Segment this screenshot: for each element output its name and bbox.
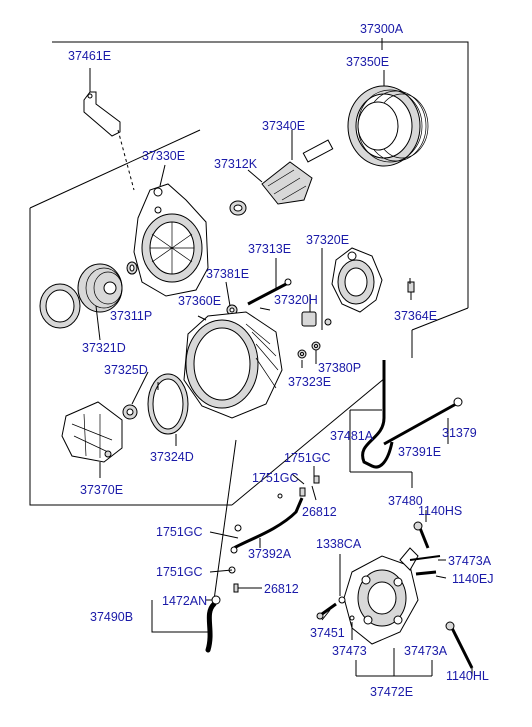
label-1140ej[interactable]: 1140EJ	[452, 572, 493, 586]
rear-housing-37360e	[183, 311, 283, 419]
label-1338ca[interactable]: 1338CA	[316, 537, 362, 551]
label-37473[interactable]: 37473	[332, 644, 367, 658]
bolt-37451	[316, 602, 337, 620]
label-26812-a[interactable]: 26812	[302, 505, 337, 519]
label-37481a[interactable]: 37481A	[330, 429, 374, 443]
label-37312k[interactable]: 37312K	[214, 157, 258, 171]
nut-37380p	[311, 341, 321, 351]
regulator-37370e	[61, 401, 123, 478]
label-37311p[interactable]: 37311P	[110, 309, 152, 323]
bolt-1140hl	[445, 621, 474, 676]
part-labels: 37300A 37350E 37461E 37340E 37330E 37312…	[68, 22, 493, 699]
label-37360e[interactable]: 37360E	[178, 294, 221, 308]
washer-37311p	[126, 261, 138, 275]
label-31379[interactable]: 31379	[442, 426, 477, 440]
cover-37321d	[39, 283, 81, 329]
label-1140hs[interactable]: 1140HS	[418, 504, 462, 518]
terminal-37364e	[407, 281, 415, 300]
label-37473a-a[interactable]: 37473A	[448, 554, 492, 568]
label-37370e[interactable]: 37370E	[80, 483, 123, 497]
bolt-37473a	[409, 555, 441, 561]
label-37480[interactable]: 37480	[388, 494, 423, 508]
label-37490b[interactable]: 37490B	[90, 610, 133, 624]
bolt-1338ca	[338, 554, 346, 604]
label-37380p[interactable]: 37380P	[318, 361, 361, 375]
rotor-37340e	[247, 130, 334, 205]
bolt-1140el	[415, 570, 437, 576]
assembly-outline	[29, 38, 469, 506]
pump-37472e	[343, 547, 433, 677]
seal-37325d	[122, 371, 149, 420]
label-37350e[interactable]: 37350E	[346, 55, 389, 69]
front-bracket-37330e	[133, 164, 209, 297]
label-37461e[interactable]: 37461E	[68, 49, 111, 63]
brush-holder-37320h	[301, 304, 317, 327]
washer-37320-small	[324, 318, 332, 326]
label-1472an[interactable]: 1472AN	[162, 594, 207, 608]
label-1751gc-d[interactable]: 1751GC	[156, 565, 203, 579]
rectifier-37320e	[321, 247, 383, 330]
label-37325d[interactable]: 37325D	[104, 363, 148, 377]
label-37364e[interactable]: 37364E	[394, 309, 437, 323]
label-37473a-b[interactable]: 37473A	[404, 644, 448, 658]
label-37320h[interactable]: 37320H	[274, 293, 318, 307]
label-26812-b[interactable]: 26812	[264, 582, 299, 596]
label-37391e[interactable]: 37391E	[398, 445, 441, 459]
pulley-37311p	[77, 263, 123, 341]
hose-37392a	[230, 487, 306, 554]
label-37324d[interactable]: 37324D	[150, 450, 194, 464]
label-37472e[interactable]: 37472E	[370, 685, 413, 699]
bolt-37473	[349, 615, 355, 640]
bolt-1140hs	[413, 521, 430, 549]
label-37313e[interactable]: 37313E	[248, 242, 291, 256]
bearing-37312k	[229, 200, 247, 216]
stator-37350e	[347, 70, 429, 167]
label-37321d[interactable]: 37321D	[82, 341, 126, 355]
bolt-37313e	[247, 258, 292, 306]
bracket-37461e	[83, 68, 135, 191]
leader-vertical	[213, 439, 237, 601]
label-37300a[interactable]: 37300A	[360, 22, 404, 36]
label-37323e[interactable]: 37323E	[288, 375, 331, 389]
washer-37323e	[297, 349, 307, 359]
label-1751gc-a[interactable]: 1751GC	[284, 451, 331, 465]
label-37340e[interactable]: 37340E	[262, 119, 305, 133]
label-1751gc-b[interactable]: 1751GC	[252, 471, 299, 485]
label-37381e[interactable]: 37381E	[206, 267, 249, 281]
label-37330e[interactable]: 37330E	[142, 149, 185, 163]
label-37320e[interactable]: 37320E	[306, 233, 349, 247]
label-1751gc-c[interactable]: 1751GC	[156, 525, 203, 539]
pipe-37391e	[383, 397, 463, 446]
hose-37490b	[151, 595, 221, 653]
label-37392a[interactable]: 37392A	[248, 547, 292, 561]
label-1140hl[interactable]: 1140HL	[446, 669, 489, 683]
leader-lines	[157, 278, 447, 621]
pipe-37481a	[349, 360, 413, 488]
label-37451[interactable]: 37451	[310, 626, 345, 640]
cover-37324d	[147, 373, 189, 446]
